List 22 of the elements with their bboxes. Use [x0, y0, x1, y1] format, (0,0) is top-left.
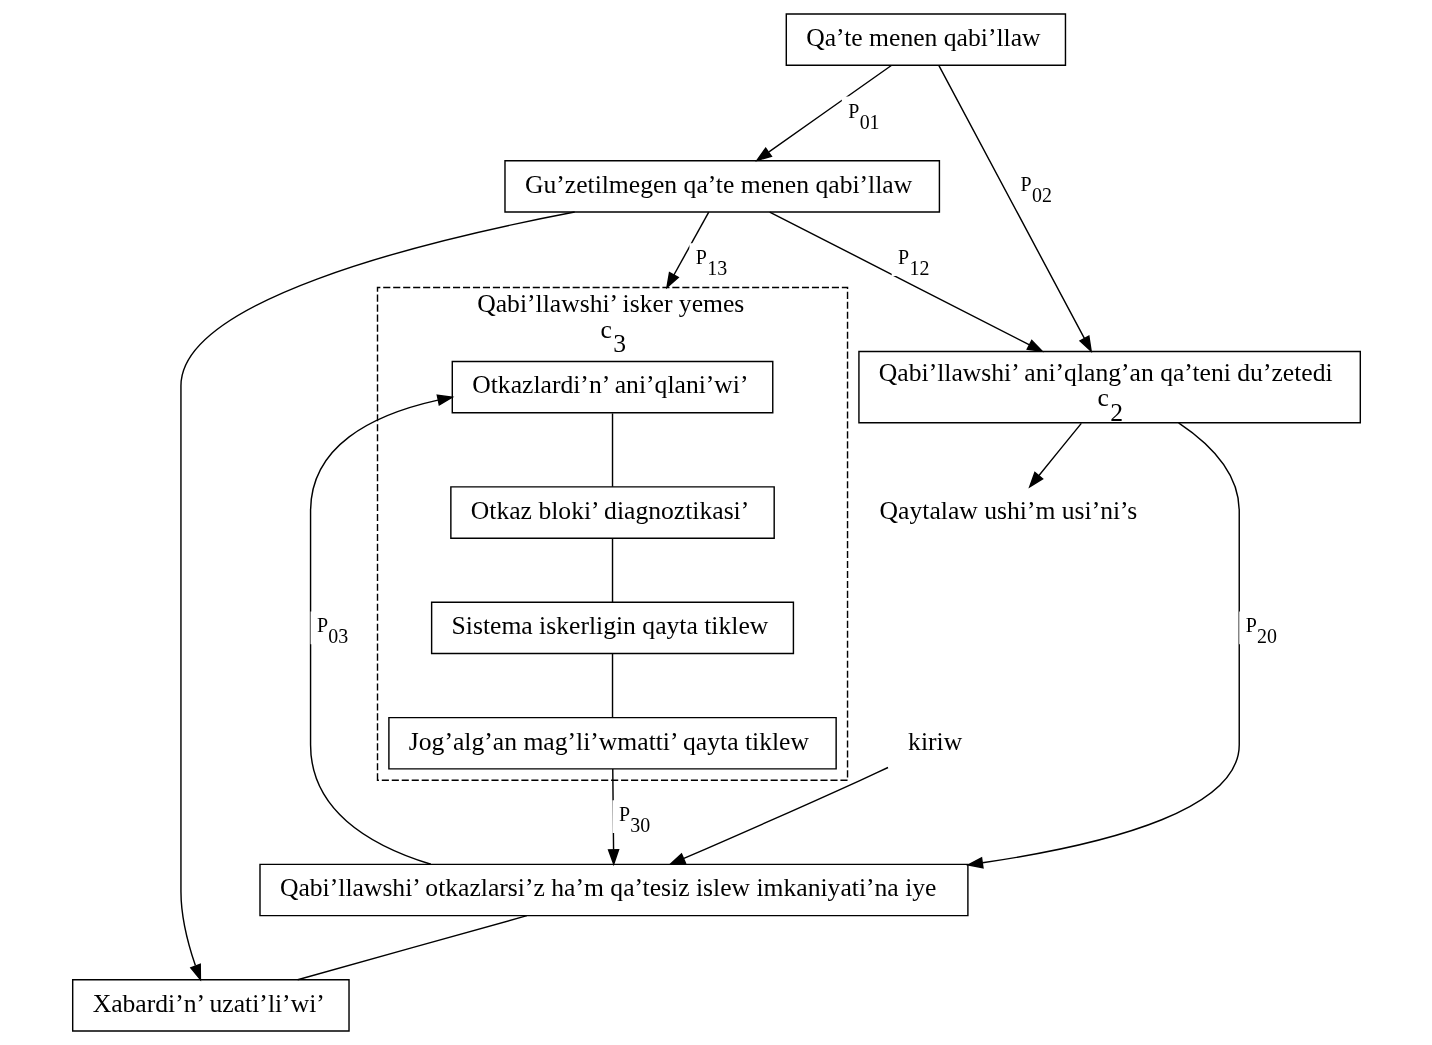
- node-box: Xabardi’n’ uzati’li’wi’: [71, 979, 350, 1032]
- arrow: [665, 211, 709, 290]
- node-box: Jog’alg’an mag’li’wmatti’ qayta tiklew: [387, 716, 837, 770]
- node-box: Gu’zetilmegen qa’te menen qabi’llaw: [503, 160, 940, 213]
- connector: [611, 412, 613, 488]
- node-box: Qa’te menen qabi’llaw: [785, 13, 1066, 66]
- arrow: [937, 64, 1092, 353]
- arrow: [1027, 422, 1082, 489]
- node-box: Otkazlardi’n’ ani’qlani’wi’: [451, 360, 773, 414]
- arrow: [768, 211, 1044, 353]
- arrow: [667, 766, 889, 866]
- arrow: [179, 211, 575, 982]
- node-text: Qaytalaw ushi’m usi’ni’s: [879, 495, 1137, 525]
- arrow: [965, 422, 1240, 869]
- node-box: Sistema iskerligin qayta tiklew: [430, 601, 794, 655]
- arrow: [754, 64, 892, 162]
- connector: [611, 537, 613, 603]
- connector: [296, 914, 528, 981]
- node-text: kiriw: [907, 726, 962, 756]
- connector: [611, 653, 613, 719]
- node-box: Qabi’llawshi’ otkazlarsi’z ha’m qa’tesiz islew imkaniyati’na iye: [258, 863, 969, 917]
- node-box: Otkaz bloki’ diagnoztikasi’: [449, 486, 775, 539]
